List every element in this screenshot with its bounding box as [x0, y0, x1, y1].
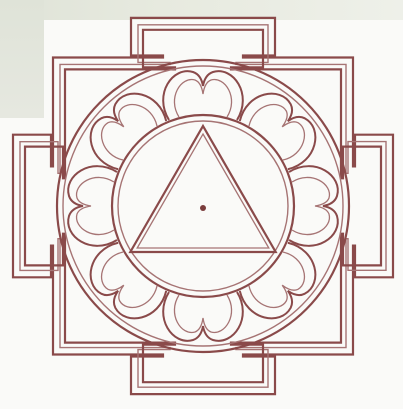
triangle-inner — [137, 134, 269, 248]
petal-7 — [68, 166, 117, 246]
bindu-dot — [200, 205, 206, 211]
petal-inner-line — [246, 249, 313, 316]
petal-1 — [163, 71, 243, 120]
petal-inner-line — [246, 96, 313, 163]
petal-5 — [163, 292, 243, 341]
petal-inner-line — [93, 96, 160, 163]
upward-triangle — [130, 126, 275, 252]
petal-3 — [289, 166, 338, 246]
petal-inner-line — [93, 249, 160, 316]
center-dot — [200, 205, 206, 211]
triangle-outer — [130, 126, 275, 252]
